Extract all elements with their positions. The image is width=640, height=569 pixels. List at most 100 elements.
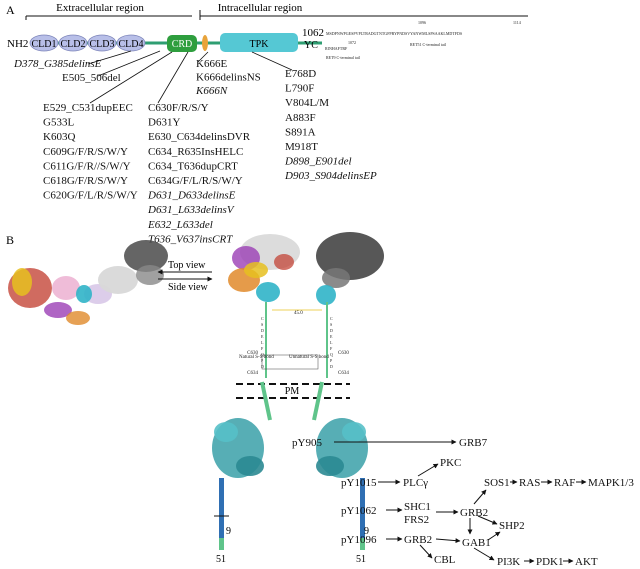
- linker-left-residue-4: E: [261, 334, 264, 339]
- mutation-tpk-2: L790F: [285, 83, 314, 95]
- num-1096: 1096: [418, 20, 426, 25]
- node-pi3k: PI3K: [497, 556, 520, 568]
- node-gab1: GAB1: [462, 537, 491, 549]
- tpk-domain: [220, 33, 298, 52]
- mutation-cld-1: D378_G385delinsE: [13, 58, 102, 70]
- nh2-label: NH2: [7, 38, 28, 50]
- linker-left-residue-1: C: [261, 316, 264, 321]
- node-cbl: CBL: [434, 554, 456, 566]
- cld4-label: CLD4: [119, 39, 144, 50]
- arrow-grb2-gab1-second: [435, 538, 461, 544]
- signaling-network: pY905 pY1015 pY1062 pY1096 GRB7 PKC PLCγ…: [292, 437, 634, 568]
- linker-right-residue-7: Q: [330, 352, 333, 357]
- left-tail-blue: [219, 478, 224, 538]
- cld2-label: CLD2: [61, 39, 86, 50]
- panel-a-label: A: [6, 3, 15, 17]
- mutation-tpk-6: M918T: [285, 141, 318, 153]
- ret51-tail-label: RET51 C-terminal tail: [410, 42, 447, 47]
- c634-left: C634: [247, 371, 258, 376]
- num-1072: 1072: [348, 40, 356, 45]
- node-raf: RAF: [554, 477, 575, 489]
- right-kinase-domain: [316, 418, 368, 478]
- linker-left-residue-8: P: [261, 358, 264, 363]
- transmembrane-segment: [202, 35, 208, 51]
- c630-right: C630: [338, 351, 349, 356]
- arrow-gab1-shp2: [487, 531, 501, 541]
- mutation-crd-c-3: E630_C634delinsDVR: [148, 131, 251, 143]
- mutation-tpk-7: D898_E901del: [284, 156, 352, 168]
- mutation-crd-c-1: C630F/R/S/Y: [148, 102, 209, 114]
- node-frs2: FRS2: [404, 514, 429, 526]
- mutation-crd-2: G533L: [43, 117, 74, 129]
- linker-right-residue-9: D: [330, 364, 333, 369]
- mutation-crd-c-6: C634G/F/L/R/S/W/Y: [148, 175, 243, 187]
- dimer-left-ectodomain: [228, 234, 300, 302]
- linker-left-residue-2: S: [261, 322, 263, 327]
- linker-right-residue-4: E: [330, 334, 333, 339]
- crd-label: CRD: [172, 39, 193, 50]
- top-view-label: Top view: [168, 260, 206, 271]
- arrow-grb2-shp2: [477, 515, 498, 525]
- linker-right-residue-6: F: [330, 346, 333, 351]
- node-shc1: SHC1: [404, 501, 431, 513]
- node-grb2: GRB2: [460, 507, 488, 519]
- mutation-crd-7: C620G/F/L/R/S/W/Y: [43, 190, 138, 202]
- c634-right: C634: [338, 371, 349, 376]
- cld3-label: CLD3: [90, 39, 115, 50]
- yc-label: YC: [304, 40, 318, 51]
- right-tail-blue: [360, 478, 365, 538]
- extracellular-region-label: Extracellular region: [56, 2, 144, 14]
- cld-connector-2: [97, 50, 161, 77]
- linker-right-residue-8: P: [330, 358, 333, 363]
- node-ras: RAS: [519, 477, 540, 489]
- mutation-k666-2: K666delinsNS: [196, 72, 261, 84]
- linker-right-residue-5: L: [330, 340, 333, 345]
- mutation-k666-3: K666N: [195, 85, 228, 97]
- arrow-grb2-cbl: [419, 544, 433, 559]
- c630-left: C630: [247, 351, 258, 356]
- node-pdk1: PDK1: [536, 556, 564, 568]
- mutation-crd-4: C609G/F/R/S/W/Y: [43, 146, 128, 158]
- cld1-label: CLD1: [32, 39, 57, 50]
- ss-bond-box: [261, 354, 319, 370]
- cld2-domain: [58, 34, 88, 52]
- left-51-label: 51: [216, 554, 226, 565]
- node-sos1: SOS1: [484, 477, 510, 489]
- node-shp2: SHP2: [499, 520, 525, 532]
- natural-ss-label: Natural S-S bond: [239, 355, 274, 360]
- mutation-crd-6: C618G/F/R/S/W/Y: [43, 175, 128, 187]
- right-51-label: 51: [356, 554, 366, 565]
- cld3-domain: [87, 34, 117, 52]
- mutation-crd-c-5: C634_T636dupCRT: [148, 160, 238, 172]
- node-grb7: GRB7: [459, 437, 488, 449]
- mutation-crd-c-9: E632_L633del: [147, 219, 213, 231]
- right-tm-helix: [312, 381, 324, 421]
- linker-right-residue-2: S: [330, 322, 332, 327]
- arrow-grb2-sos1: [473, 489, 487, 505]
- node-mapk: MAPK1/3: [588, 477, 634, 489]
- mutation-crd-c-2: D631Y: [148, 117, 180, 129]
- mutation-cld-2: E505_506del: [62, 72, 121, 84]
- left-tm-helix: [260, 381, 272, 421]
- distance-label: 45.0: [294, 311, 303, 316]
- intracellular-region-label: Intracellular region: [218, 2, 303, 14]
- right-tail-green: [360, 538, 365, 550]
- mutation-crd-c-7: D631_D633delinsE: [147, 190, 236, 202]
- arrow-plcg-pkc: [417, 463, 439, 477]
- node-grb2-second: GRB2: [404, 534, 432, 546]
- linker-left-residue-9: D: [261, 364, 264, 369]
- mutation-crd-1: E529_C531dupEEC: [43, 102, 133, 114]
- mutation-tpk-1: E768D: [285, 68, 316, 80]
- ret9-tail-sequence: RINHAFTRF: [325, 46, 348, 51]
- linker-left-residue-6: F: [261, 346, 264, 351]
- linker-left-residue-3: D: [261, 328, 264, 333]
- node-pkc: PKC: [440, 457, 461, 469]
- mutation-tpk-8: D903_S904delinsEP: [284, 170, 377, 182]
- node-plcg: PLCγ: [403, 477, 428, 489]
- left-9-label: 9: [226, 526, 231, 537]
- num-1114: 1114: [513, 20, 521, 25]
- site-py905: pY905: [292, 437, 322, 449]
- mutation-crd-c-10: T636_V637insCRT: [148, 233, 233, 245]
- mutation-crd-c-8: D631_L633delinsV: [147, 204, 235, 216]
